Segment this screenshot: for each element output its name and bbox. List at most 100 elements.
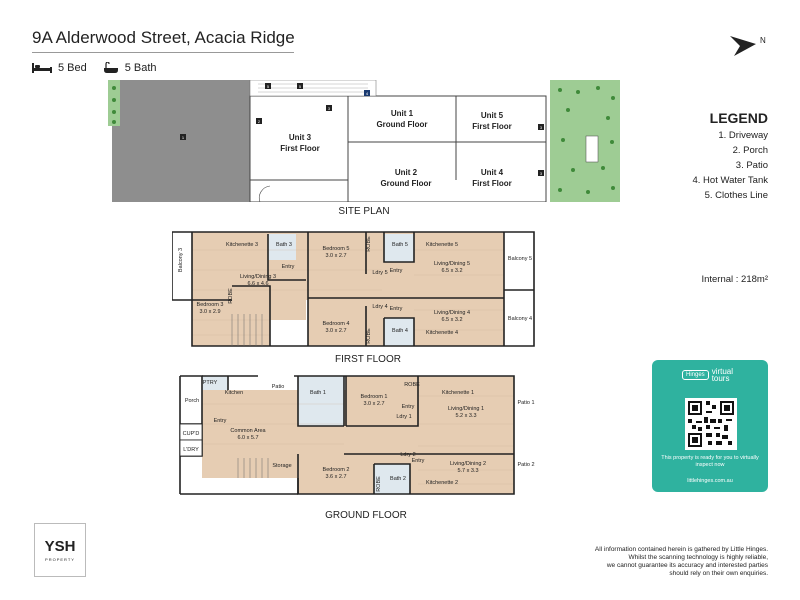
- hinges-logo-tours: tours: [711, 374, 730, 383]
- room-label: Bedroom 1: [361, 394, 388, 400]
- site-marker: 5: [299, 84, 302, 89]
- site-unit-floor: First Floor: [472, 122, 512, 131]
- room-label: ROBE: [376, 476, 382, 492]
- qr-code-icon[interactable]: [685, 398, 737, 450]
- ground-floor-label: GROUND FLOOR: [325, 510, 407, 521]
- ground-floor-plan: PTRY Kitchen Patio Porch Entry Common Ar…: [179, 375, 535, 495]
- agency-logo: YSH PROPERTY: [34, 523, 86, 577]
- room-label: Bedroom 4: [323, 321, 350, 327]
- site-marker: 4: [366, 91, 369, 96]
- room-label: Balcony 3: [178, 248, 184, 272]
- site-unit-name: Unit 2: [395, 168, 418, 177]
- room-label: ROBE: [228, 288, 234, 304]
- room-label: CUP'D: [183, 431, 200, 437]
- tour-card-text: This property is ready for you to virtua…: [661, 455, 759, 468]
- room-label: Ldry 2: [400, 452, 415, 458]
- disclaimer-line: Whilst the scanning technology is highly…: [628, 554, 768, 561]
- room-label: Ldry 1: [396, 414, 411, 420]
- room-label: Storage: [272, 463, 291, 469]
- disclaimer-line: All information contained herein is gath…: [594, 546, 768, 553]
- room-label: Entry: [402, 404, 415, 410]
- room-label: Bath 3: [276, 242, 292, 248]
- room-label: Entry: [390, 268, 403, 274]
- room-label: Bedroom 5: [323, 246, 350, 252]
- north-label: N: [760, 36, 766, 45]
- room-label: Bath 4: [392, 328, 408, 334]
- room-label: Kitchenette 5: [426, 242, 458, 248]
- bed-bath-summary: 5 Bed 5 Bath: [32, 62, 167, 74]
- room-label: Kitchenette 3: [226, 242, 258, 248]
- site-plan-label: SITE PLAN: [338, 206, 390, 217]
- room-dimension: 5.7 x 3.3: [457, 468, 478, 474]
- room-label: PTRY: [203, 380, 218, 386]
- room-dimension: 3.0 x 2.9: [199, 309, 220, 315]
- hinges-logo-virtual: virtual: [711, 367, 734, 376]
- room-label: Living/Dining 4: [434, 310, 470, 316]
- room-label: Porch: [185, 398, 199, 404]
- site-unit-name: Unit 5: [481, 111, 504, 120]
- room-label: Bath 5: [392, 242, 408, 248]
- site-marker: 2: [258, 119, 261, 124]
- room-label: Kitchenette 1: [442, 390, 474, 396]
- site-plan: 1 2 3 4 5 5 3 3 Unit 3 First Floor Unit …: [108, 80, 620, 202]
- north-arrow-icon: [730, 36, 756, 56]
- room-label: Balcony 5: [508, 256, 532, 262]
- hinges-logo-text: Hinges: [682, 370, 709, 380]
- room-label: Kitchen: [225, 390, 243, 396]
- site-unit-name: Unit 1: [391, 109, 414, 118]
- bed-icon: [32, 63, 52, 73]
- room-label: Living/Dining 2: [450, 461, 486, 467]
- site-unit-floor: Ground Floor: [376, 120, 427, 129]
- grass-area-right: [550, 80, 620, 202]
- site-unit-name: Unit 4: [481, 168, 504, 177]
- first-floor-label: FIRST FLOOR: [335, 354, 401, 365]
- site-marker: 1: [182, 135, 185, 140]
- room-dimension: 3.0 x 2.7: [363, 401, 384, 407]
- room-label: Living/Dining 3: [240, 274, 276, 280]
- room-label: Entry: [214, 418, 227, 424]
- room-label: Entry: [282, 264, 295, 270]
- room-dimension: 6.6 x 4.6: [247, 281, 268, 287]
- building-footprint: [249, 95, 547, 202]
- room-label: Bedroom 2: [323, 467, 350, 473]
- room-label: Living/Dining 1: [448, 406, 484, 412]
- agency-sub: PROPERTY: [45, 557, 75, 562]
- grass-strip-left: [108, 80, 120, 126]
- disclaimer-line: we cannot guarantee its accuracy and int…: [606, 562, 768, 569]
- room-label: Entry: [390, 306, 403, 312]
- tour-card-url[interactable]: littlehinges.com.au: [687, 478, 733, 484]
- room-dimension: 5.2 x 3.3: [455, 413, 476, 419]
- room-label: Entry: [412, 458, 425, 464]
- site-unit-floor: First Floor: [472, 179, 512, 188]
- legend-item: 4. Hot Water Tank: [692, 175, 768, 186]
- north-arrow: N: [728, 34, 768, 58]
- agency-name: YSH: [44, 538, 76, 555]
- site-unit-name: Unit 3: [289, 133, 312, 142]
- internal-area: Internal : 218m²: [701, 274, 768, 285]
- room-label: Patio 1: [517, 400, 534, 406]
- room-label: Bath 1: [310, 390, 326, 396]
- room-label: Bath 2: [390, 476, 406, 482]
- legend-item: 3. Patio: [735, 160, 768, 171]
- room-dimension: 6.0 x 5.7: [237, 435, 258, 441]
- bath-icon: [103, 62, 118, 73]
- room-dimension: 3.0 x 2.7: [325, 328, 346, 334]
- room-label: Kitchenette 4: [426, 330, 458, 336]
- room-label: L'DRY: [183, 447, 199, 453]
- site-unit-floor: First Floor: [280, 144, 320, 153]
- room-label: Ldry 4: [372, 304, 387, 310]
- room-label: Kitchenette 2: [426, 480, 458, 486]
- legend-list: 1. Driveway 2. Porch 3. Patio 4. Hot Wat…: [640, 128, 768, 203]
- room-dimension: 6.5 x 3.2: [441, 268, 462, 274]
- bed-count: 5 Bed: [58, 62, 87, 74]
- property-address: 9A Alderwood Street, Acacia Ridge: [32, 28, 295, 47]
- site-marker: 5: [267, 84, 270, 89]
- room-label: ROBE: [366, 236, 372, 252]
- bath-count: 5 Bath: [124, 62, 157, 74]
- room-label: Common Area: [230, 428, 266, 434]
- room-label: ROBE: [404, 382, 420, 388]
- legend-item: 5. Clothes Line: [704, 190, 768, 201]
- legend-item: 2. Porch: [732, 145, 768, 156]
